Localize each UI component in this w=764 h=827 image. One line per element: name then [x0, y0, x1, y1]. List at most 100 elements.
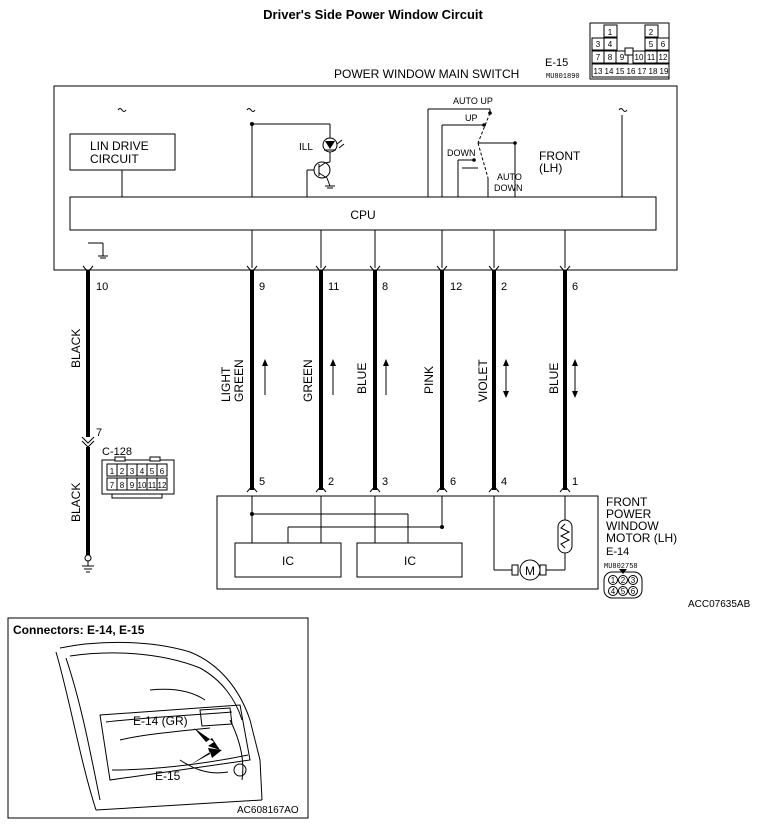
c128-pin-8: 8 [120, 481, 125, 490]
inset-title: Connectors: E-14, E-15 [13, 623, 145, 637]
cpu-to-pins-lines [251, 124, 566, 268]
wire-color-light: LIGHT [219, 366, 233, 402]
e14-pin-2: 2 [621, 576, 626, 585]
ic-box-2 [356, 542, 463, 578]
harness-wires [86, 270, 567, 555]
tilde-markers [117, 108, 628, 197]
pin-bottom-1: 1 [572, 476, 578, 488]
motor-symbol-label: M [525, 564, 535, 578]
e15-pin-6: 6 [661, 40, 666, 49]
e15-pin-3: 3 [596, 40, 601, 49]
motor-symbol [511, 559, 547, 581]
e15-pin-11: 11 [647, 53, 656, 62]
wire-color-violet: VIOLET [476, 359, 490, 402]
e14-pin-4: 4 [611, 587, 616, 596]
pin-top-6: 6 [572, 281, 578, 293]
lin-drive-label-1: LIN DRIVE [90, 139, 149, 153]
inset-code: AC608167AO [237, 805, 299, 816]
motor-label-4: MOTOR (LH) [606, 531, 677, 545]
pin-top-10: 10 [96, 281, 108, 293]
inset-box [7, 617, 309, 819]
body-ground [82, 554, 94, 573]
e14-pin-1: 1 [611, 576, 616, 585]
wire-color-pink: PINK [422, 366, 436, 394]
wire-color-black-lower: BLACK [69, 483, 83, 522]
pin-top-2: 2 [501, 281, 507, 293]
wire-color-black-upper: BLACK [69, 329, 83, 368]
ic-box-1 [234, 542, 342, 578]
front-label-2: (LH) [539, 161, 562, 175]
pin-joint-7: 7 [96, 427, 102, 439]
down-label: DOWN [447, 148, 476, 158]
ic-label-2: IC [404, 554, 416, 568]
e15-pin-18: 18 [649, 67, 658, 76]
auto-down-label-1: AUTO [497, 172, 522, 182]
e15-pin-16: 16 [627, 67, 636, 76]
lin-drive-circuit-box [69, 133, 176, 171]
diagram-code: ACC07635AB [688, 599, 751, 610]
pin-top-8: 8 [382, 281, 388, 293]
up-label: UP [465, 113, 478, 123]
switch-part-number: MU801890 [546, 73, 580, 81]
motor-internal-wiring [250, 496, 566, 571]
e15-pin-1: 1 [608, 28, 613, 37]
pin-bottom-5: 5 [259, 476, 265, 488]
inset-e15-label: E-15 [155, 769, 181, 783]
e14-pin-6: 6 [631, 587, 636, 596]
auto-up-label: AUTO UP [453, 96, 493, 106]
c128-pin-10: 10 [138, 481, 147, 490]
c128-pin-2: 2 [120, 467, 125, 476]
motor-label-2: POWER [606, 507, 652, 521]
e15-pin-8: 8 [608, 53, 613, 62]
diagram-title: Driver's Side Power Window Circuit [263, 7, 483, 22]
e14-connector-id: E-14 [606, 546, 629, 558]
e14-pin-3: 3 [631, 576, 636, 585]
pin-top-9: 9 [259, 281, 265, 293]
e14-connector-face: 1 2 3 4 5 6 [603, 569, 643, 599]
pin-bottom-2: 2 [328, 476, 334, 488]
e15-pin-15: 15 [616, 67, 625, 76]
e15-pin-7: 7 [596, 53, 601, 62]
wire-color-blue-2: BLUE [547, 363, 561, 394]
pin-top-12: 12 [450, 281, 462, 293]
e15-connector-face: 1 2 3 4 5 6 7 8 9 10 11 12 13 14 15 16 1… [589, 22, 670, 80]
lin-drive-label-2: CIRCUIT [90, 152, 139, 166]
ill-label: ILL [299, 142, 313, 153]
e15-pin-19: 19 [660, 67, 669, 76]
c128-pin-12: 12 [158, 481, 167, 490]
c128-pin-1: 1 [110, 467, 115, 476]
door-illustration [55, 641, 263, 811]
pin-bottom-3: 3 [382, 476, 388, 488]
e14-pin-5: 5 [621, 587, 626, 596]
motor-label-3: WINDOW [606, 519, 659, 533]
e15-pin-12: 12 [659, 53, 668, 62]
cpu-label: CPU [350, 208, 375, 222]
main-switch-box [53, 85, 678, 271]
e15-pin-17: 17 [638, 67, 647, 76]
c128-pin-11: 11 [148, 481, 157, 490]
joint-connector-break [81, 436, 95, 448]
ptc-thermistor-symbol [557, 519, 573, 554]
wire-color-blue-1: BLUE [355, 363, 369, 394]
switch-label: POWER WINDOW MAIN SWITCH [334, 67, 519, 81]
e15-pin-10: 10 [635, 53, 644, 62]
auto-down-label-2: DOWN [494, 183, 523, 193]
c128-connector-id: C-128 [102, 446, 132, 458]
e15-pin-9: 9 [620, 53, 625, 62]
motor-part-number: MU802758 [604, 563, 638, 571]
c128-pin-3: 3 [130, 467, 135, 476]
pin-bottom-4: 4 [501, 476, 507, 488]
ill-indicator-circuit [250, 122, 345, 197]
c128-pin-7: 7 [110, 481, 115, 490]
signal-direction-arrows [262, 359, 578, 398]
motor-label-1: FRONT [606, 495, 648, 509]
ic-label-1: IC [282, 554, 294, 568]
c128-pin-9: 9 [130, 481, 135, 490]
internal-ground [88, 242, 108, 259]
pin-top-11: 11 [328, 281, 339, 293]
cpu-box [69, 196, 657, 231]
c128-pin-5: 5 [150, 467, 155, 476]
e15-connector-id: E-15 [545, 57, 568, 69]
